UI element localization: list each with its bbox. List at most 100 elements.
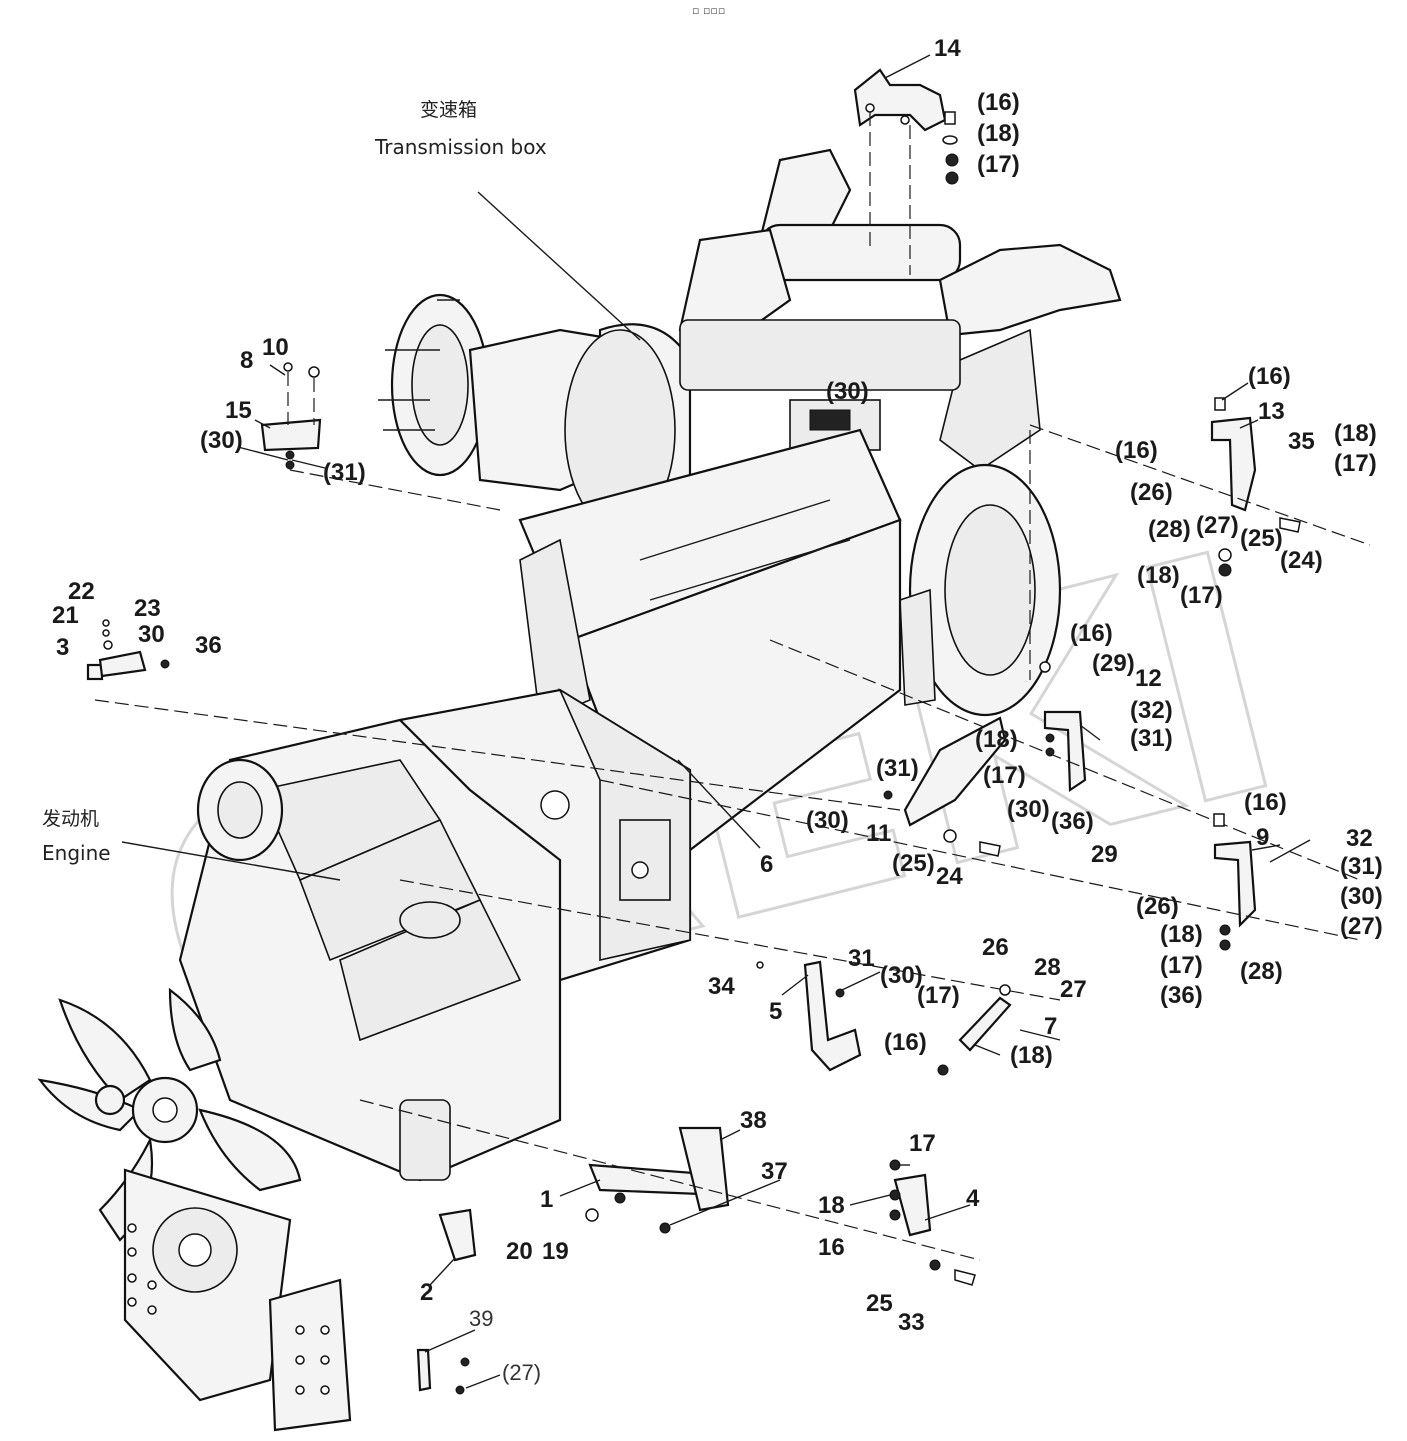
label-28: (28) [1240,958,1283,985]
label-17: (17) [977,151,1020,178]
label-27: (27) [1196,512,1239,539]
part-15-plate [260,362,501,511]
label-18: (18) [1137,562,1180,589]
label-21: 21 [52,602,79,629]
label-20: 20 [506,1238,533,1265]
label-30: (30) [826,378,869,405]
label-35: 35 [1288,428,1315,455]
label-17: 17 [909,1130,936,1157]
label-16: (16) [1115,437,1158,464]
label-16: 16 [818,1234,845,1261]
label-36: (36) [1051,808,1094,835]
label-36: (36) [1160,982,1203,1009]
label-25: (25) [1240,525,1283,552]
label-23: 23 [134,595,161,622]
front-wheel-hub [899,463,1062,717]
label-30: 30 [138,621,165,648]
part-9-bracket [599,779,1361,951]
label-18: (18) [1160,921,1203,948]
label-26: 26 [982,934,1009,961]
part-3-bracket [86,619,901,811]
label-18: 18 [818,1192,845,1219]
part-2-bracket [438,1208,477,1262]
label-36: 36 [195,632,222,659]
label-14: 14 [934,35,961,62]
label-17: (17) [983,762,1026,789]
label-28: 28 [1034,954,1061,981]
label-8: 8 [240,347,253,374]
label-30: (30) [806,807,849,834]
label-24: 24 [936,863,963,890]
label-26: (26) [1136,893,1179,920]
label-2: 2 [420,1279,433,1306]
label-30: (30) [200,427,243,454]
label-22: 22 [68,578,95,605]
label-29: 29 [1091,841,1118,868]
casting-holes [127,1223,330,1395]
part-labels: 14 (16) (18) (17) 10 8 15 (30) (31) (16)… [52,35,1383,1385]
part-7-bracket [937,984,1012,1076]
label-25: 25 [866,1290,893,1317]
label-31: (31) [323,459,366,486]
engine-body [178,718,562,1182]
label-31: (31) [1340,853,1383,880]
label-32: (32) [1130,697,1173,724]
top-mark: ▫ ▫▫▫ [692,4,725,17]
leader-lines [121,191,1311,1389]
label-17: (17) [1334,450,1377,477]
label-34: 34 [708,973,735,1000]
label-11: 11 [866,820,891,847]
label-16: (16) [884,1029,927,1056]
transmission-caption-en: Transmission box [374,135,547,159]
label-13: 13 [1258,398,1285,425]
label-29: (29) [1092,650,1135,677]
part-11-bracket [883,716,1007,857]
label-17: (17) [1180,582,1223,609]
label-15: 15 [225,397,252,424]
label-18: (18) [1010,1042,1053,1069]
label-33: 33 [898,1309,925,1336]
label-27: (27) [502,1360,541,1385]
label-1: 1 [540,1186,553,1213]
label-18: (18) [975,726,1018,753]
label-28: (28) [1148,516,1191,543]
label-32: 32 [1346,825,1373,852]
label-39: 39 [469,1306,493,1331]
label-31: (31) [876,755,919,782]
engine-caption-en: Engine [42,841,111,865]
label-4: 4 [966,1185,980,1212]
label-27: 27 [1060,976,1087,1003]
label-30: (30) [1340,883,1383,910]
label-5: 5 [769,998,782,1025]
label-30: (30) [880,962,923,989]
lower-casting [123,1168,352,1432]
part-12-bracket [769,639,1361,881]
label-16: (16) [1244,789,1287,816]
label-27: (27) [1340,913,1383,940]
label-6: 6 [760,851,773,878]
label-7: 7 [1044,1013,1057,1040]
label-17: (17) [1160,952,1203,979]
label-18: (18) [977,120,1020,147]
front-hitch-frame [678,148,1122,471]
label-17: (17) [917,982,960,1009]
label-30: (30) [1007,796,1050,823]
part-1-bracket [359,1099,981,1261]
label-19: 19 [542,1238,569,1265]
transmission-caption-cn: 变速箱 [420,99,477,121]
rear-axle [378,293,692,544]
part-5-bracket [399,879,1061,1072]
label-38: 38 [740,1107,767,1134]
label-37: 37 [761,1158,788,1185]
label-16: (16) [1248,363,1291,390]
fasteners-16-18-17-top [942,111,959,185]
engine-caption-cn: 发动机 [42,808,99,830]
label-24: (24) [1280,547,1323,574]
label-26: (26) [1130,479,1173,506]
label-16: (16) [977,89,1020,116]
part-13-bracket [1029,397,1371,680]
label-31: (31) [1130,725,1173,752]
label-25: (25) [892,850,935,877]
